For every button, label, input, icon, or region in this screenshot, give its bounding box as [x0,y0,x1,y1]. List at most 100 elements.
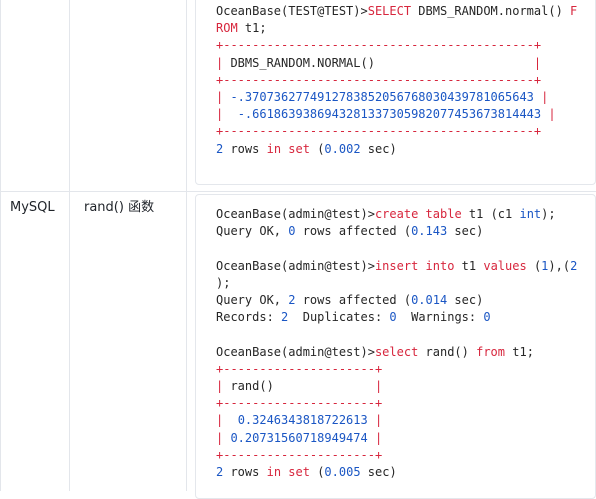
code-token: t1; [237,21,267,36]
code-token: t1 [454,258,484,273]
code-token: from [476,344,506,359]
oracle-code-line: +---------------------------------------… [216,37,595,54]
code-token: Duplicates: [288,310,390,325]
mysql-code-line: | 0.20731560718949474 | [216,430,595,447]
code-token: 2 [570,258,578,273]
code-token: OceanBase(admin@test)> [216,258,375,273]
code-token: set [288,141,310,156]
code-token: 0.014 [411,293,448,308]
code-token: 0 [483,310,491,325]
mysql-code-line: Query OK, 2 rows affected (0.014 sec) [216,292,595,309]
code-token: t1 (c1 [461,207,520,221]
code-token: DBMS_RANDOM.NORMAL() [230,55,375,70]
code-token: rows affected ( [295,224,412,239]
function-label: rand() 函数 [84,200,155,215]
code-token: OceanBase(admin@test)> [216,207,375,221]
code-token [418,207,425,221]
code-token: rand() [230,379,274,394]
mysql-code-line: | rand() | [216,378,595,395]
mode-label: MySQL [10,200,55,215]
code-token: 0.002 [324,141,361,156]
mysql-code-line: Records: 2 Duplicates: 0 Warnings: 0 [216,309,595,326]
oracle-code-block: OceanBase(TEST@TEST)>SELECT DBMS_RANDOM.… [195,0,596,185]
code-token: +---------------------------------------… [216,72,542,87]
code-token: ROM [216,21,238,36]
code-token: ( [309,141,325,156]
mysql-code-line: +---------------------+ [216,361,595,378]
code-token: +---------------------------------------… [216,38,542,53]
code-token: 2 [281,310,289,325]
code-token: t1; [505,344,534,359]
code-token: in [266,141,282,156]
code-token: sec) [360,141,397,156]
code-token: select [374,344,419,359]
code-token: +---------------------+ [216,396,383,411]
code-token: | [216,107,238,122]
code-token: | [216,90,231,105]
table-row-divider [0,191,596,192]
code-token: into [425,258,455,273]
code-token: | [216,379,231,394]
code-token: ( [526,258,542,273]
code-token: rows [223,141,267,156]
code-token: 0 [389,310,397,325]
code-token: create [374,207,419,221]
code-token: ); [541,207,556,221]
mysql-code-line [216,240,595,257]
code-token: | [216,430,231,445]
code-token: insert [374,258,419,273]
mysql-code-line: ); [216,275,595,292]
oracle-sql-example: OceanBase(TEST@TEST)>SELECT DBMS_RANDOM.… [196,0,595,158]
code-token: ); [216,275,231,290]
code-token: | [216,413,238,428]
code-token: | [273,379,383,394]
mysql-code-line: +---------------------+ [216,395,595,412]
code-token: Query OK, [216,224,289,239]
code-token: +---------------------------------------… [216,124,542,139]
code-token: | [367,430,383,445]
table-column-divider [69,0,70,491]
code-token: ( [309,465,325,480]
code-token [418,259,425,273]
oracle-code-line: | DBMS_RANDOM.NORMAL() | [216,55,595,72]
table-column-divider [0,0,1,491]
code-token: 1 [541,258,549,273]
code-token: Query OK, [216,293,289,308]
oracle-code-line: OceanBase(TEST@TEST)>SELECT DBMS_RANDOM.… [216,3,595,20]
code-token: F [570,4,578,18]
code-token: rows affected ( [295,293,412,308]
code-token: 0.005 [324,465,361,480]
mysql-code-block: OceanBase(admin@test)>create table t1 (c… [195,194,596,499]
code-token: 2 [216,465,224,480]
code-token: OceanBase(admin@test)> [216,344,375,359]
code-token: rows [223,465,267,480]
code-token: OceanBase(TEST@TEST)> [216,4,368,18]
mysql-code-line: +---------------------+ [216,447,595,464]
code-token: -.66186393869432813373059820774536738144… [237,107,542,122]
code-token: 2 [288,293,296,308]
code-token: +---------------------+ [216,447,383,462]
mysql-code-line [216,326,595,343]
code-token: ),( [548,258,571,273]
code-token: -.37073627749127838520567680304397810656… [230,90,534,105]
code-token: sec) [360,465,397,480]
code-token: | [216,55,231,70]
oracle-code-line: 2 rows in set (0.002 sec) [216,141,595,158]
code-token: in [266,465,282,480]
code-token: sec) [447,224,484,239]
code-token: int [519,207,542,221]
code-token: 2 [216,141,224,156]
code-token: sec) [447,293,484,308]
code-token: values [483,258,527,273]
code-token: | [541,107,556,122]
code-token: 0.20731560718949474 [230,430,368,445]
oracle-code-line: +---------------------------------------… [216,123,595,140]
code-token: rand() [418,344,477,359]
code-token: | [374,55,542,70]
oracle-code-line: ROM t1; [216,20,595,37]
code-token: 0.143 [411,224,448,239]
code-token: 0.3246343818722613 [237,413,368,428]
oracle-code-line: | -.370736277491278385205676803043978106… [216,89,595,106]
code-token: 0 [288,224,296,239]
code-token: set [288,465,310,480]
